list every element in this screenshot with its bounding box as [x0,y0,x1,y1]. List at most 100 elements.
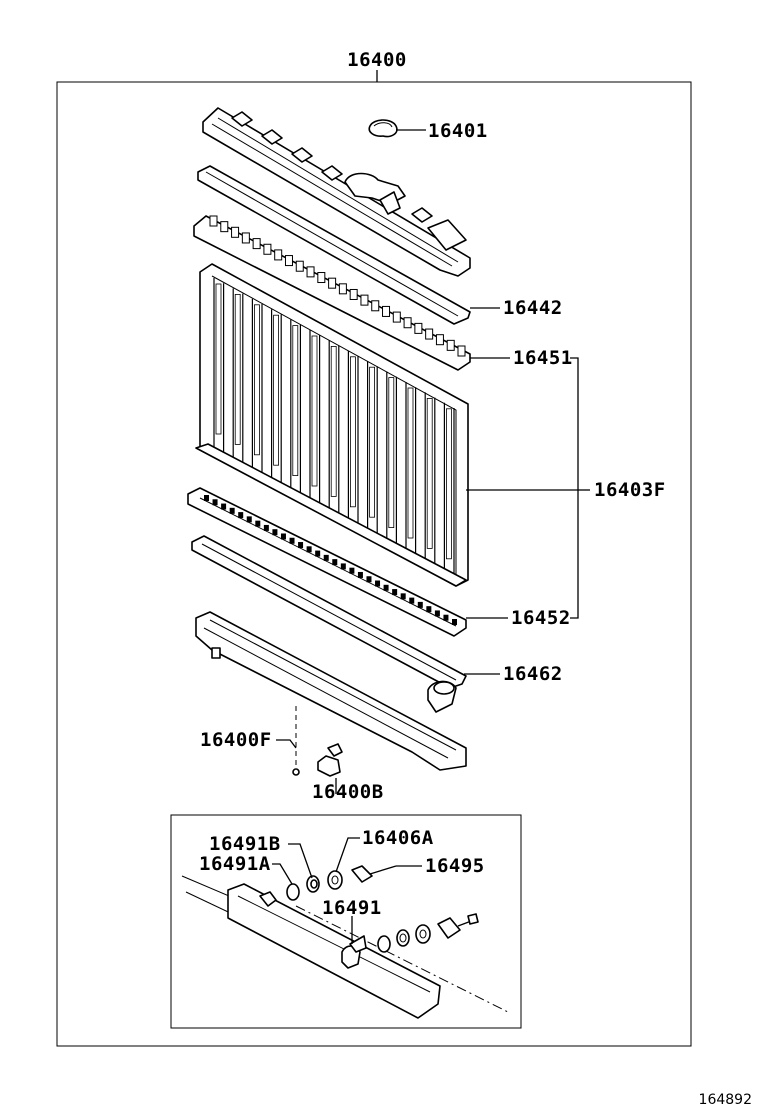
leader-16400F [276,739,297,749]
label-16491: 16491 [322,897,382,919]
label-16452: 16452 [511,607,571,629]
seat-tooth [371,300,380,312]
label-16400F: 16400F [200,729,272,751]
seat-slot [340,563,346,570]
seat-slot [375,580,381,587]
core-fin [426,397,433,549]
seat-slot [383,584,389,591]
seat-slot [452,619,457,625]
label-16400: 16400 [347,49,407,71]
inset-tank-part [181,875,509,1019]
core-fin [349,356,356,508]
label-16491B: 16491B [209,833,281,855]
seat-slot [434,610,440,617]
label-16406A: 16406A [362,827,434,849]
seat-slot [280,533,286,540]
seat-slot [349,567,355,574]
seat-tooth [295,260,304,272]
label-16462: 16462 [503,663,563,685]
seat-slot [357,571,363,578]
seat-slot [272,529,278,536]
core-fin [445,408,452,560]
seat-tooth [360,294,369,306]
seat-slot [212,499,218,506]
upper-seat-part [193,215,471,371]
lower-seat-part [187,487,467,637]
seat-tooth [317,272,326,284]
seat-slot [246,516,252,523]
seat-slot [417,601,423,608]
seat-tooth [414,322,423,334]
bracket-16403F [570,357,579,619]
seat-tooth [328,277,337,289]
seat-tooth [435,334,444,346]
seat-slot [400,593,406,600]
label-16400B: 16400B [312,781,384,803]
seat-tooth [209,215,218,227]
lower-gasket-part [191,535,467,689]
seat-slot [332,559,338,566]
label-16491A: 16491A [199,853,271,875]
seat-slot [323,554,329,561]
seat-slot [426,606,432,613]
inset-frame [170,814,522,1029]
core-fin [330,345,337,497]
main-frame [56,81,692,1047]
seat-slot [315,550,321,557]
radiator-cap-part [368,119,398,138]
seat-slot [229,507,235,514]
seat-slot [306,546,312,553]
label-16495: 16495 [425,855,485,877]
seat-tooth [338,283,347,295]
seat-slot [255,520,261,527]
core-fin [253,304,260,456]
inset-fittings-lower [377,913,479,953]
seat-slot [204,495,209,501]
drain-plug-part [292,706,343,777]
seat-tooth [457,345,466,357]
core-fin [369,366,376,518]
leader-16491B [288,843,313,879]
label-16451: 16451 [513,347,573,369]
seat-tooth [382,305,391,317]
label-16403F: 16403F [594,479,666,501]
seat-slot [289,537,295,544]
seat-tooth [263,243,272,255]
leader-16406A [335,837,360,873]
upper-tank-part [202,107,471,277]
label-16401: 16401 [428,120,488,142]
label-16442: 16442 [503,297,563,319]
seat-slot [238,512,244,519]
seat-slot [443,614,449,621]
upper-gasket-part [197,165,471,325]
core-fin [234,293,241,445]
core-fin [292,325,299,477]
core-fin [388,377,395,529]
seat-tooth [220,221,229,233]
leader-16491A [272,863,293,885]
seat-tooth [446,339,455,351]
seat-tooth [252,238,261,250]
radiator-core-part [195,263,469,587]
seat-slot [409,597,415,604]
seat-tooth [306,266,315,278]
seat-tooth [274,249,283,261]
seat-tooth [284,255,293,267]
seat-slot [263,524,269,531]
seat-tooth [231,226,240,238]
seat-slot [298,542,304,549]
inset-fittings-upper [286,865,397,901]
seat-tooth [392,311,401,323]
core-fin [311,335,318,487]
core-fin [215,283,222,435]
seat-slot [366,576,372,583]
core-fin [407,387,414,539]
seat-tooth [349,288,358,300]
seat-slot [221,503,227,510]
seat-tooth [425,328,434,340]
core-fin [273,314,280,466]
seat-tooth [241,232,250,244]
figure-number: 164892 [699,1092,752,1108]
seat-tooth [403,317,412,329]
